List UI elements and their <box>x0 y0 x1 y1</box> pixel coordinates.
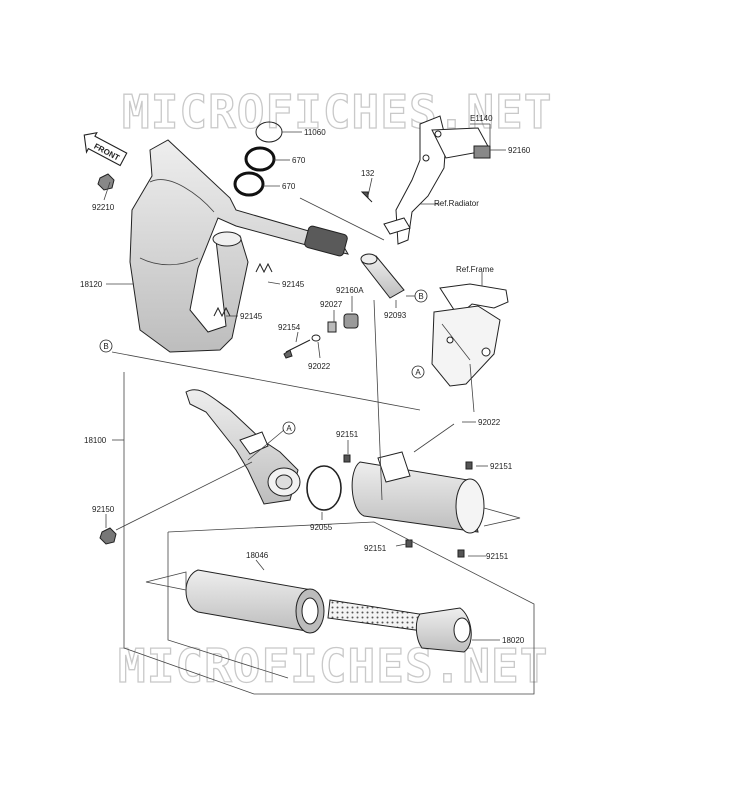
assembly-outline <box>123 372 535 695</box>
frame-bracket <box>431 283 509 387</box>
callout-b-1: B <box>418 292 423 301</box>
watermark-bottom: MICROFICHES.NET <box>118 639 548 693</box>
silencer-18046 <box>145 569 325 634</box>
part-label-92027: 92027 <box>320 300 343 309</box>
bolt-92154 <box>283 339 311 359</box>
washer-92022-a <box>311 334 321 342</box>
part-label-92055: 92055 <box>310 523 333 532</box>
part-label-92151-a: 92151 <box>336 430 359 439</box>
part-label-11060: 11060 <box>304 128 326 137</box>
grommet-92160A <box>343 313 359 329</box>
end-cap-18020 <box>327 599 472 653</box>
part-label-92093: 92093 <box>384 311 407 320</box>
connector-92093 <box>360 253 405 299</box>
part-label-92160A: 92160A <box>336 286 364 295</box>
part-label-132: 132 <box>361 169 375 178</box>
bolt-icon <box>99 454 473 558</box>
leader-lines <box>103 123 506 641</box>
callout-circle-icon: B B A A <box>99 289 428 435</box>
part-label-18046: 18046 <box>246 551 269 560</box>
part-label-E1140: E1140 <box>470 114 493 123</box>
radiator-bracket <box>360 115 491 245</box>
ref-radiator-label: Ref.Radiator <box>434 199 479 208</box>
part-label-92160: 92160 <box>508 146 531 155</box>
nut-92210 <box>97 173 115 191</box>
callout-a-2: A <box>286 424 292 433</box>
part-label-670-b: 670 <box>282 182 296 191</box>
part-label-92145-b: 92145 <box>240 312 263 321</box>
muffler-body <box>351 451 521 534</box>
bolt-132 <box>360 191 373 203</box>
part-number-labels: 11060 670 670 E1140 92160 132 92210 1812… <box>80 114 531 645</box>
header-pipe <box>129 139 349 353</box>
part-label-92154: 92154 <box>278 323 301 332</box>
mid-pipe <box>185 389 301 505</box>
gasket-92055 <box>306 465 342 511</box>
ref-frame-label: Ref.Frame <box>456 265 494 274</box>
part-label-92151-d: 92151 <box>486 552 509 561</box>
spring-icon <box>213 262 273 318</box>
part-label-92145-a: 92145 <box>282 280 305 289</box>
part-label-92210: 92210 <box>92 203 115 212</box>
part-label-18100: 18100 <box>84 436 107 445</box>
part-label-92150: 92150 <box>92 505 115 514</box>
part-label-92022-a: 92022 <box>308 362 331 371</box>
ring-670-b <box>233 171 265 197</box>
part-label-670-a: 670 <box>292 156 306 165</box>
callout-a-1: A <box>415 368 421 377</box>
part-label-92151-c: 92151 <box>364 544 387 553</box>
ring-670-a <box>244 146 276 172</box>
part-label-92151-b: 92151 <box>490 462 513 471</box>
collar-92027 <box>327 321 337 333</box>
part-label-18020: 18020 <box>502 636 525 645</box>
part-label-18120: 18120 <box>80 280 103 289</box>
callout-b-2: B <box>103 342 108 351</box>
watermark-top: MICROFICHES.NET <box>122 85 552 139</box>
front-arrow-icon: FRONT <box>83 131 128 167</box>
part-label-92022-b: 92022 <box>478 418 501 427</box>
